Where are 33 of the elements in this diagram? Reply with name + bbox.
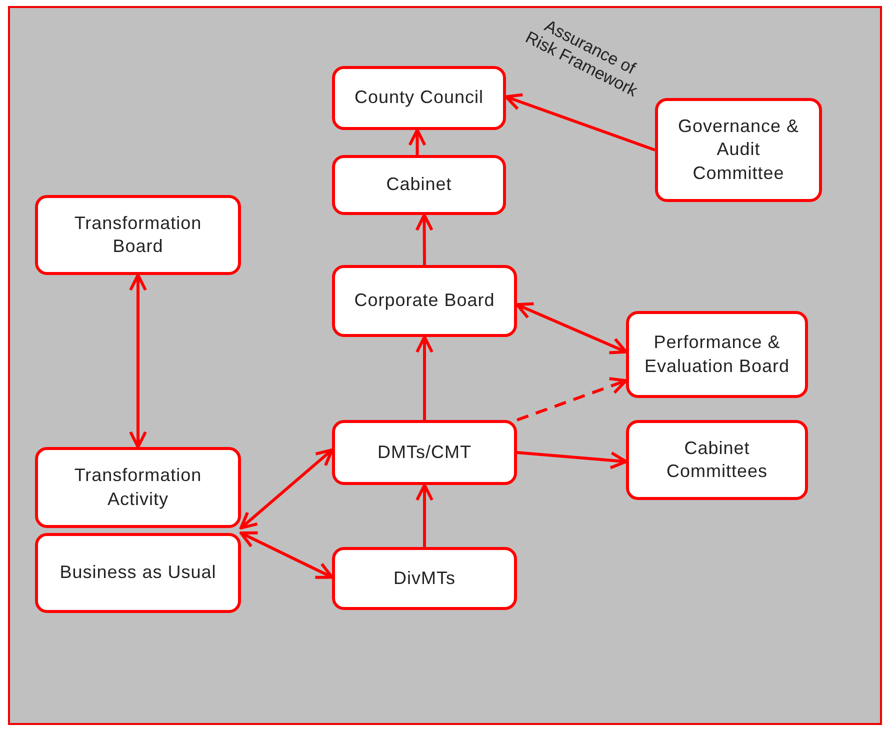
- arrow: [504, 93, 656, 152]
- process-box: [332, 547, 517, 610]
- box-label: Governance & Audit Committee: [676, 114, 800, 185]
- process-box: [35, 533, 241, 613]
- arrow: [408, 128, 426, 155]
- arrow: [240, 448, 334, 530]
- process-box: [332, 265, 517, 337]
- process-box: [332, 420, 517, 485]
- process-box: [332, 66, 506, 130]
- box-label: County Council: [353, 86, 485, 110]
- process-box: [655, 98, 822, 202]
- box-label: DMTs/CMT: [376, 440, 472, 464]
- box-label: Performance & Evaluation Board: [643, 331, 791, 378]
- process-box: [35, 447, 241, 528]
- process-box: [626, 420, 808, 500]
- arrow: [240, 531, 334, 579]
- arrow: [416, 336, 434, 420]
- box-label: Transformation Activity: [73, 464, 203, 511]
- arrow: [516, 302, 628, 354]
- arrow: [416, 484, 434, 547]
- box-label: Transformation Board: [73, 212, 203, 258]
- box-label: Business as Usual: [58, 561, 218, 584]
- box-label: DivMTs: [392, 566, 456, 590]
- box-label: Cabinet Committees: [665, 436, 769, 483]
- process-box: [626, 311, 808, 398]
- box-label: Cabinet: [385, 173, 453, 196]
- arrow: [129, 274, 147, 448]
- process-box: [35, 195, 241, 275]
- arrow: [415, 214, 434, 266]
- dashed-arrow: [516, 377, 628, 422]
- process-box: [332, 155, 506, 215]
- box-label: Corporate Board: [353, 289, 496, 312]
- arrow: [516, 451, 628, 470]
